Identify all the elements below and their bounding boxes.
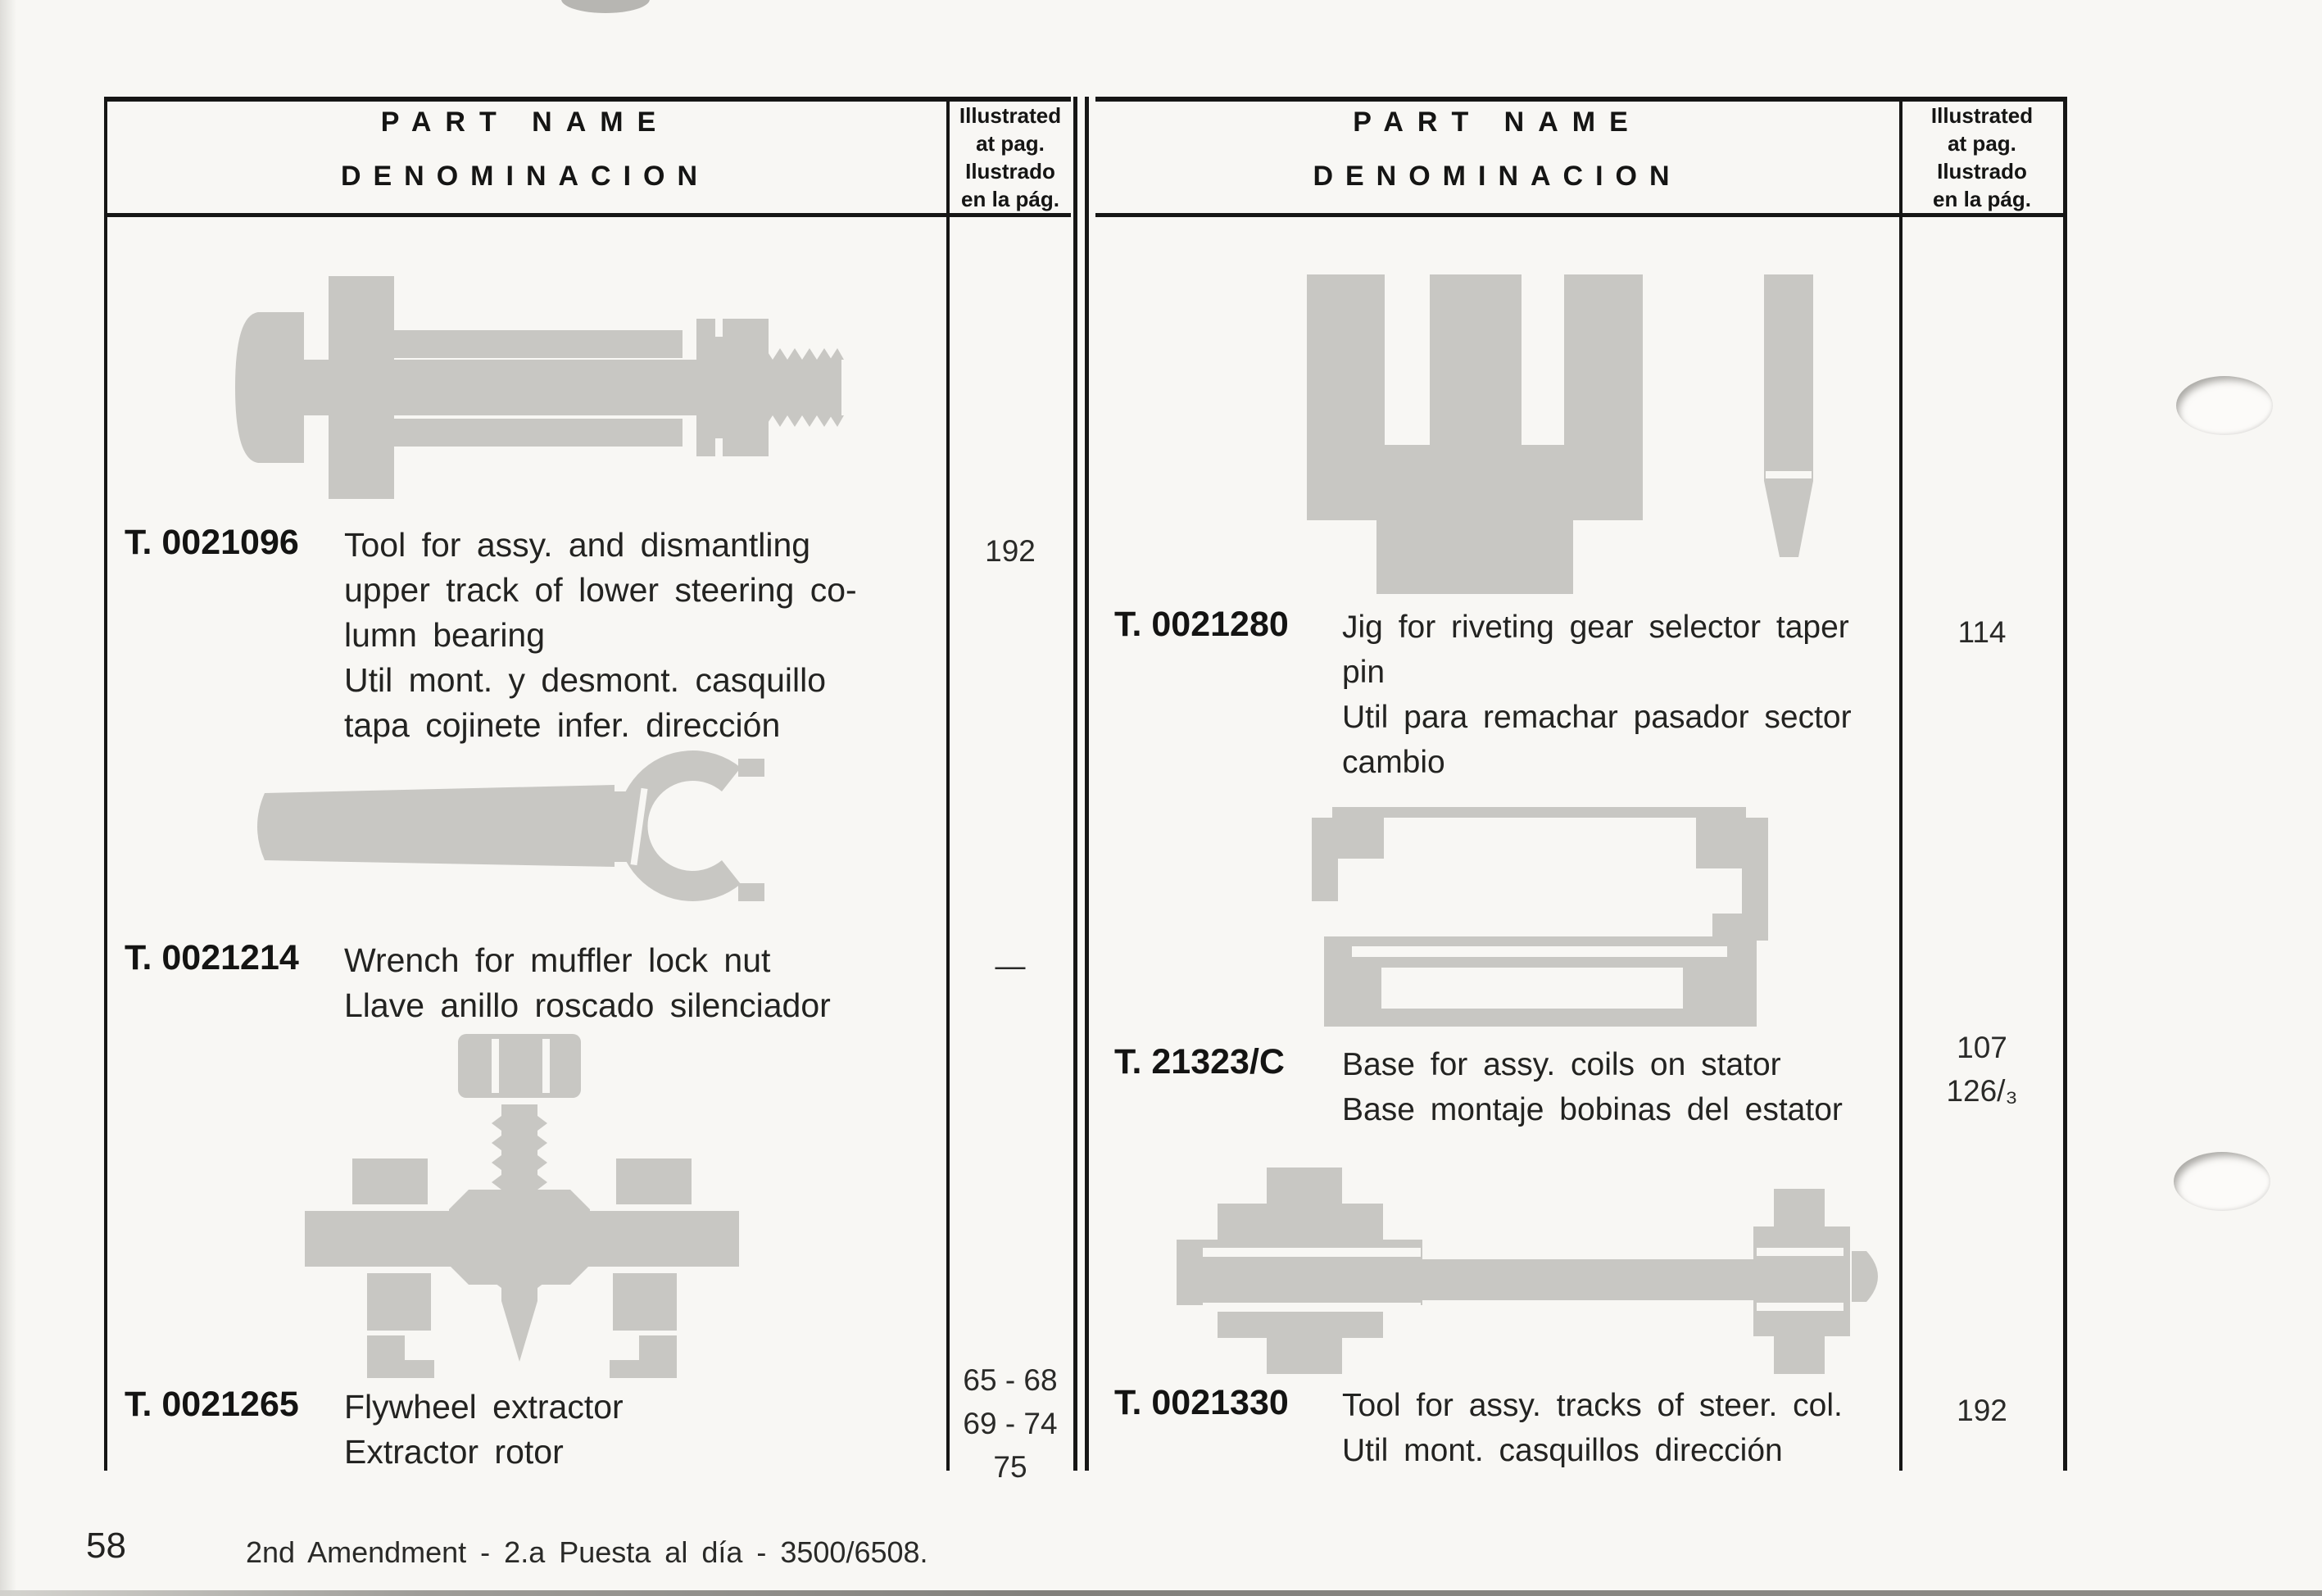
left-part-name-header-en: PART NAME (380, 107, 670, 138)
part-number: T. 21323/C (1114, 1042, 1285, 1081)
center-divider-line-a (1073, 97, 1077, 1471)
page-reference: 65 - 68 69 - 74 75 (963, 1363, 1058, 1484)
page-reference: 107 126/₃ (1946, 1031, 2018, 1108)
right-table-page-divider (1899, 97, 1902, 1471)
page-reference: 192 (1957, 1394, 2007, 1427)
part-description: Tool for assy. tracks of steer. col. Uti… (1342, 1388, 1843, 1468)
part-description: Flywheel extractor Extractor rotor (344, 1388, 624, 1471)
muffler-lock-nut-wrench-illustration (250, 744, 791, 920)
steering-column-tracks-tool-illustration (1170, 1168, 1895, 1376)
left-table-header-rule (104, 213, 1071, 217)
flywheel-extractor-illustration (305, 1034, 739, 1378)
part-number: T. 0021330 (1114, 1383, 1289, 1422)
page-reference: 114 (1957, 615, 2007, 649)
left-part-name-header-es: DENOMINACION (340, 161, 710, 192)
left-illustrated-header: Illustrated at pag. Ilustrado en la pág. (959, 103, 1062, 211)
steering-column-bearing-tool-illustration (234, 266, 844, 508)
right-table-right-border (2063, 97, 2067, 1471)
part-number: T. 0021265 (125, 1385, 299, 1424)
part-description: Tool for assy. and dismantling upper tra… (344, 526, 857, 744)
part-description: Base for assy. coils on stator Base mont… (1342, 1047, 1843, 1127)
center-divider-line-b (1085, 97, 1089, 1471)
page-bottom-edge (0, 1590, 2322, 1596)
right-table-header-rule (1095, 213, 2066, 217)
gear-selector-riveting-jig-illustration (1307, 274, 1864, 594)
left-table-left-border (104, 97, 107, 1471)
page-number: 58 (86, 1526, 126, 1566)
page-reference: — (995, 949, 1026, 982)
page-reference: 192 (985, 534, 1036, 568)
part-number: T. 0021280 (1114, 605, 1289, 644)
part-number: T. 0021096 (125, 523, 299, 562)
page-left-edge-shadow (0, 0, 16, 1596)
right-illustrated-header: Illustrated at pag. Ilustrado en la pág. (1930, 103, 2034, 211)
part-description: Jig for riveting gear selector taper pin… (1342, 610, 1852, 780)
right-table-top-rule (1095, 97, 2066, 102)
part-number: T. 0021214 (125, 938, 299, 977)
left-table-page-divider (946, 97, 950, 1471)
amendment-note: 2nd Amendment - 2.a Puesta al día - 3500… (246, 1535, 928, 1569)
right-part-name-header-es: DENOMINACION (1313, 161, 1682, 192)
scan-notch (561, 0, 650, 13)
punch-hole-bottom (2174, 1152, 2270, 1211)
part-description: Wrench for muffler lock nut Llave anillo… (344, 941, 831, 1024)
right-part-name-header-en: PART NAME (1353, 107, 1642, 138)
left-table-top-rule (104, 97, 1071, 102)
stator-coils-base-illustration (1309, 807, 1772, 1028)
punch-hole-top (2176, 376, 2273, 435)
